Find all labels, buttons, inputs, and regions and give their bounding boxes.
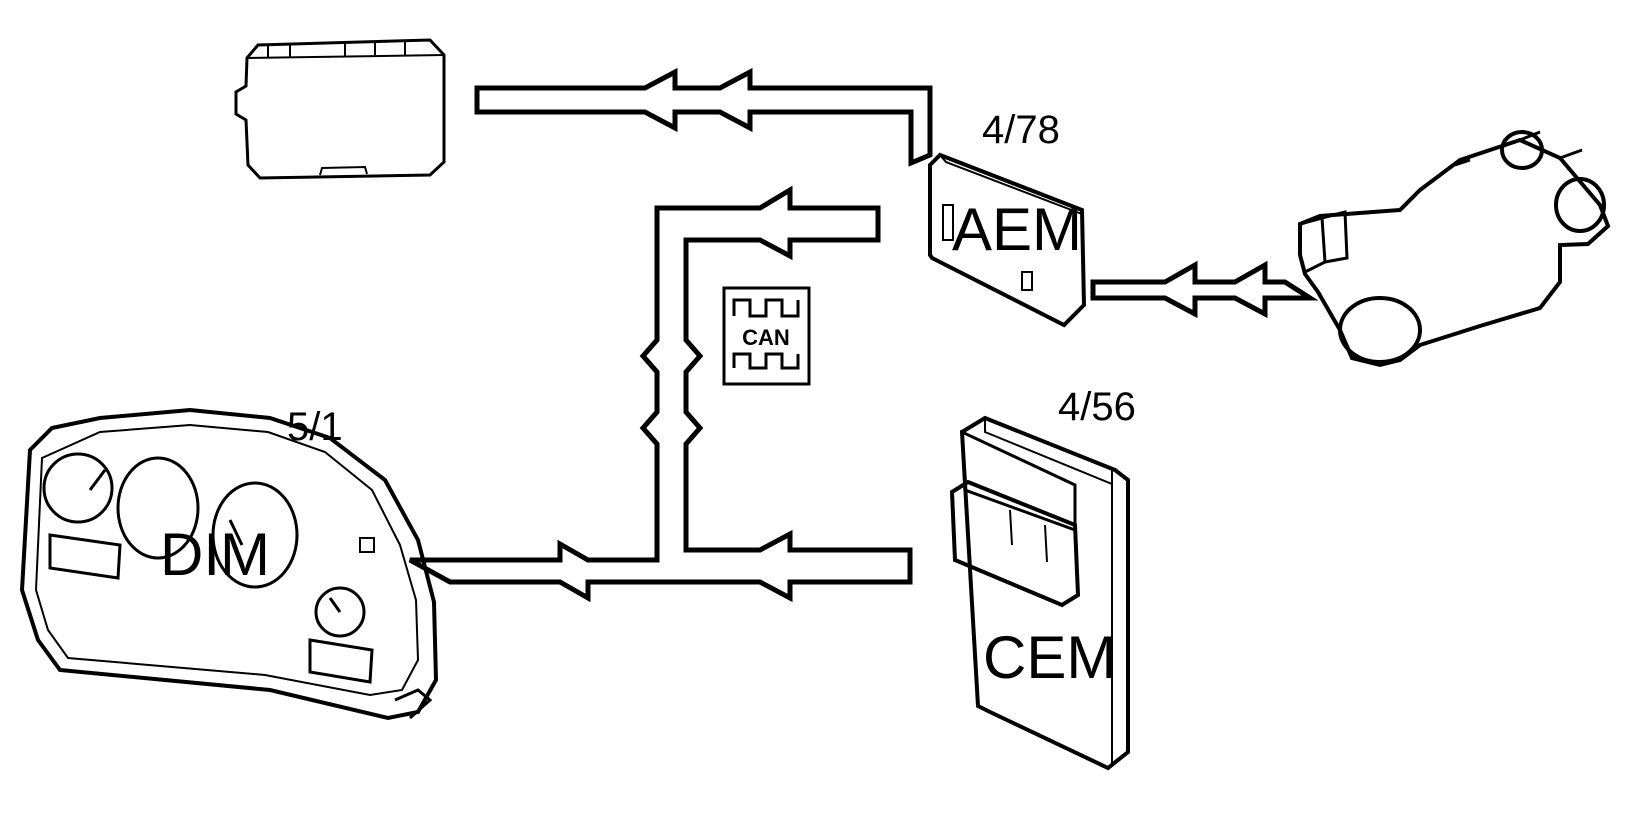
dim-name-label: DIM: [160, 521, 270, 588]
aem-ref-label: 4/78: [982, 108, 1060, 152]
dim-ref-label: 5/1: [287, 405, 343, 449]
cem-name-label: CEM: [983, 624, 1116, 691]
cem-ref-label: 4/56: [1058, 385, 1136, 429]
sensor-component: [1298, 130, 1611, 368]
control-unit-top-left: [234, 38, 446, 180]
aem-name-label: AEM: [952, 196, 1082, 263]
can-bus-top: [474, 67, 933, 167]
cem-module: [949, 415, 1130, 771]
can-symbol: [722, 286, 811, 386]
aem-module: [928, 152, 1087, 328]
can-bus-main: [408, 185, 913, 603]
dim-module: [19, 407, 439, 721]
can-symbol-label: CAN: [742, 325, 790, 350]
can-bus-right: [1090, 260, 1319, 319]
